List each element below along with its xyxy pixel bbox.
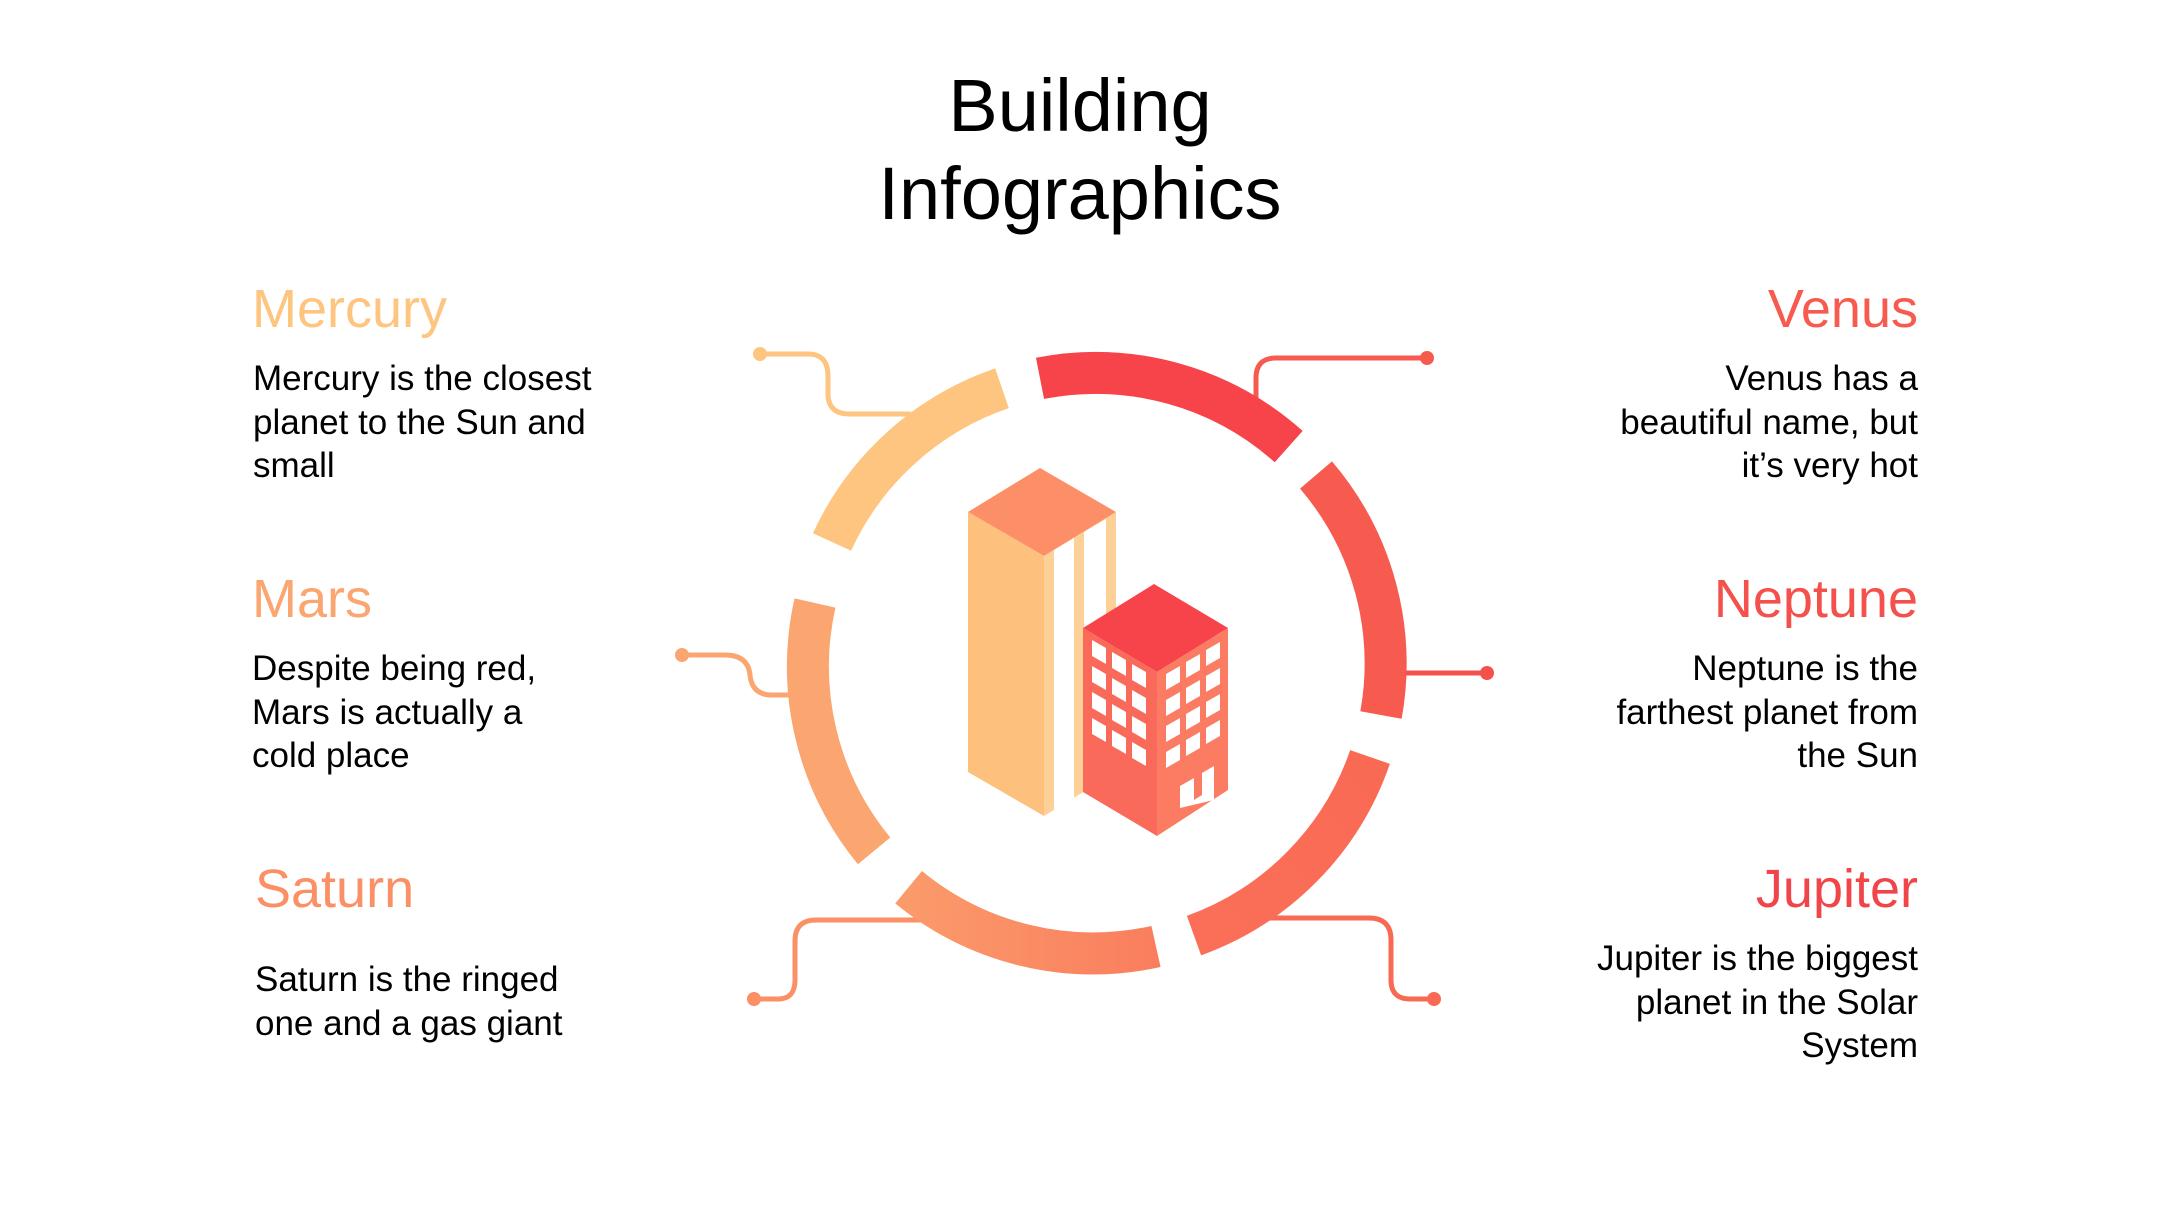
heading-mercury: Mercury (252, 279, 448, 339)
ring-segment-mars (787, 598, 891, 865)
connector-dot-mercury (753, 347, 767, 361)
connector-mars (679, 652, 795, 698)
connector-jupiter (1247, 915, 1437, 1002)
ring-segment-jupiter (1186, 749, 1390, 956)
ring-segment-mercury (812, 368, 1010, 551)
connector-saturn (751, 917, 953, 1002)
heading-mars: Mars (252, 569, 372, 629)
desc-mercury: Mercury is the closest planet to the Sun… (253, 359, 592, 485)
desc-venus: Venus has a beautiful name, but it’s ver… (1620, 359, 1918, 485)
ring-segment-saturn (895, 870, 1161, 975)
page-title: Building Infographics (0, 62, 2160, 238)
desc-neptune: Neptune is the farthest planet from the … (1616, 649, 1918, 775)
ring-segment-venus (1035, 351, 1303, 463)
ring-segment-neptune (1299, 461, 1407, 719)
connector-dot-saturn (747, 992, 761, 1006)
heading-saturn: Saturn (255, 859, 415, 919)
heading-jupiter: Jupiter (1755, 859, 1918, 919)
connector-mercury (757, 351, 913, 417)
connector-dot-venus (1420, 351, 1434, 365)
title-line-2: Infographics (878, 152, 1282, 235)
desc-mars: Despite being red, Mars is actually a co… (252, 649, 537, 775)
connector-dot-neptune (1480, 666, 1494, 680)
building-icon (968, 468, 1228, 836)
heading-neptune: Neptune (1713, 569, 1918, 629)
connector-dot-mars (675, 648, 689, 662)
heading-venus: Venus (1767, 279, 1918, 339)
connector-venus (1253, 355, 1430, 403)
title-line-1: Building (948, 64, 1212, 147)
desc-saturn: Saturn is the ringed one and a gas giant (255, 960, 563, 1043)
connector-dot-jupiter (1427, 992, 1441, 1006)
desc-jupiter: Jupiter is the biggest planet in the Sol… (1596, 939, 1918, 1065)
